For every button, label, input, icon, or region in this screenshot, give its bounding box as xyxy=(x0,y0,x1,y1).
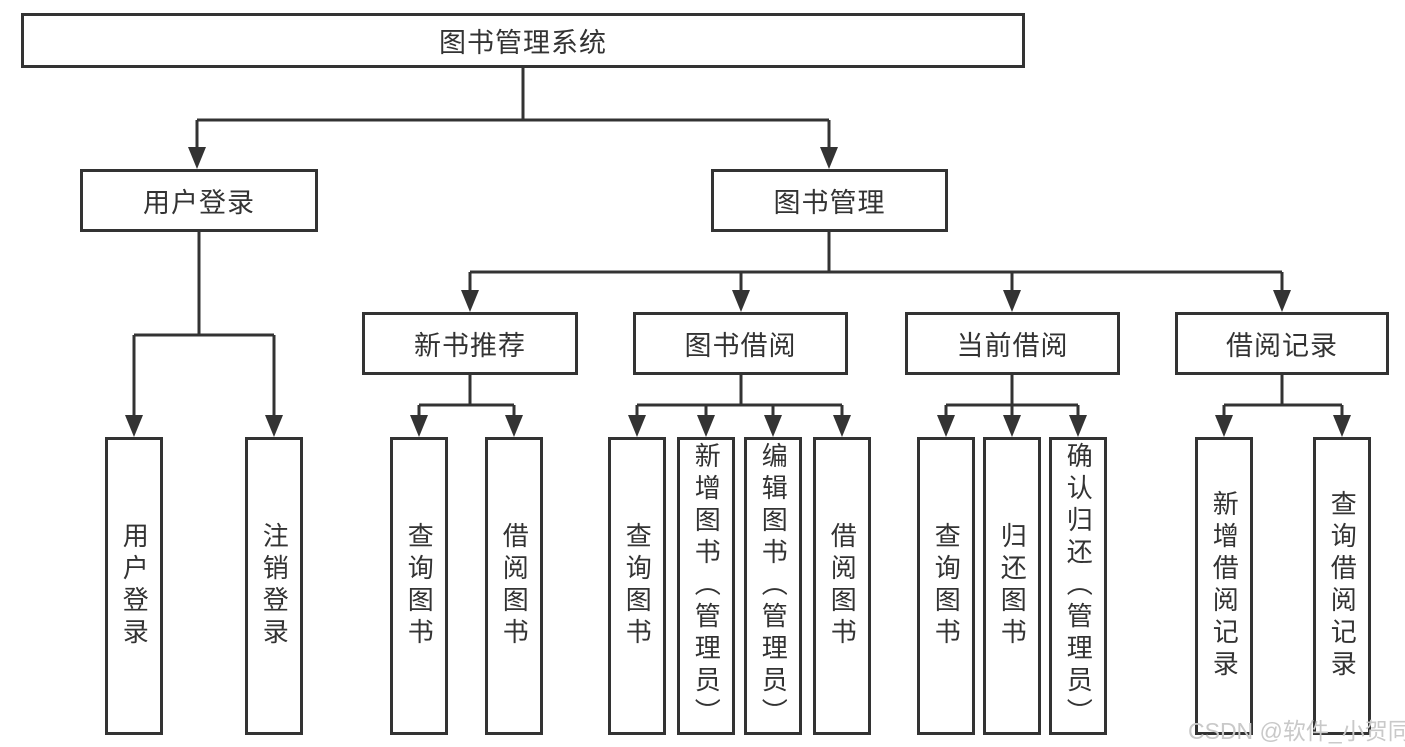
connector-root-to-level2 xyxy=(188,68,838,169)
leaf-confirm-return-admin: 确认归还（管理员） xyxy=(1049,437,1107,735)
arrowhead-icon xyxy=(1003,415,1021,437)
arrowhead-icon xyxy=(937,415,955,437)
arrowhead-icon xyxy=(1003,290,1021,312)
leaf-edit-book-admin: 编辑图书（管理员） xyxy=(744,437,802,735)
leaf-label: 归还图书 xyxy=(997,522,1028,650)
node-label: 借阅记录 xyxy=(1226,331,1338,361)
arrowhead-icon xyxy=(461,290,479,312)
node-label: 新书推荐 xyxy=(414,331,526,361)
leaf-add-borrow-record: 新增借阅记录 xyxy=(1195,437,1253,735)
node-label: 用户登录 xyxy=(143,188,255,218)
arrowhead-icon xyxy=(125,415,143,437)
arrowhead-icon xyxy=(1273,290,1291,312)
leaf-label: 查询图书 xyxy=(931,522,962,650)
leaf-label: 编辑图书（管理员） xyxy=(758,442,789,730)
node-book-borrow: 图书借阅 xyxy=(633,312,848,375)
arrowhead-icon xyxy=(1215,415,1233,437)
leaf-query-books-current: 查询图书 xyxy=(917,437,975,735)
arrowhead-icon xyxy=(1069,415,1087,437)
leaf-logout: 注销登录 xyxy=(245,437,303,735)
leaf-label: 查询借阅记录 xyxy=(1327,490,1358,682)
connector-borrow-records-to-leaves xyxy=(1215,375,1351,437)
arrowhead-icon xyxy=(410,415,428,437)
arrowhead-icon xyxy=(820,147,838,169)
arrowhead-icon xyxy=(732,290,750,312)
leaf-query-borrow-record: 查询借阅记录 xyxy=(1313,437,1371,735)
leaf-borrow-books-recommend: 借阅图书 xyxy=(485,437,543,735)
node-label: 当前借阅 xyxy=(956,331,1069,361)
node-label: 图书管理系统 xyxy=(439,28,607,58)
leaf-label: 借阅图书 xyxy=(499,522,530,650)
node-root-system: 图书管理系统 xyxy=(21,13,1025,68)
leaf-add-book-admin: 新增图书（管理员） xyxy=(677,437,735,735)
connector-user-login-to-leaves xyxy=(125,232,283,437)
leaf-label: 新增图书（管理员） xyxy=(691,442,722,730)
node-new-book-recommend: 新书推荐 xyxy=(362,312,578,375)
arrowhead-icon xyxy=(188,147,206,169)
node-label: 图书管理 xyxy=(773,188,886,218)
arrowhead-icon xyxy=(505,415,523,437)
leaf-label: 新增借阅记录 xyxy=(1209,490,1240,682)
node-current-borrow: 当前借阅 xyxy=(905,312,1120,375)
connector-new-book-recommend-to-leaves xyxy=(410,375,523,437)
node-user-login: 用户登录 xyxy=(80,169,318,232)
leaf-label: 查询图书 xyxy=(404,522,435,650)
arrowhead-icon xyxy=(764,415,782,437)
arrowhead-icon xyxy=(628,415,646,437)
leaf-user-login: 用户登录 xyxy=(105,437,163,735)
leaf-query-books-recommend: 查询图书 xyxy=(390,437,448,735)
arrowhead-icon xyxy=(697,415,715,437)
leaf-label: 查询图书 xyxy=(622,522,653,650)
node-borrow-records: 借阅记录 xyxy=(1175,312,1389,375)
leaf-label: 确认归还（管理员） xyxy=(1063,442,1094,730)
leaf-query-books-borrow: 查询图书 xyxy=(608,437,666,735)
connector-book-management-to-level3 xyxy=(461,232,1291,312)
arrowhead-icon xyxy=(1333,415,1351,437)
connector-current-borrow-to-leaves xyxy=(937,375,1087,437)
arrowhead-icon xyxy=(265,415,283,437)
watermark-text: CSDN @软件_小贺同学 xyxy=(1188,718,1405,744)
leaf-return-book: 归还图书 xyxy=(983,437,1041,735)
leaf-label: 注销登录 xyxy=(259,522,290,650)
leaf-label: 借阅图书 xyxy=(827,522,858,650)
arrowhead-icon xyxy=(833,415,851,437)
connector-book-borrow-to-leaves xyxy=(628,375,851,437)
node-label: 图书借阅 xyxy=(684,331,797,361)
node-book-management: 图书管理 xyxy=(711,169,948,232)
leaf-borrow-books-borrow: 借阅图书 xyxy=(813,437,871,735)
leaf-label: 用户登录 xyxy=(119,522,150,650)
